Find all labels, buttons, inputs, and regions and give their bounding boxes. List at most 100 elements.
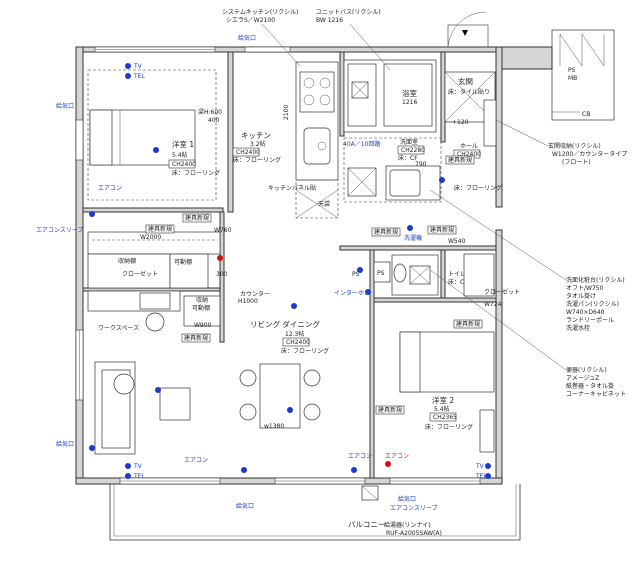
- bedroom-1: 洋室 1 5.4帖 CH2400 床：フローリング 梁H:600 400: [87, 69, 222, 201]
- dryer-sink: 洗濯機: [404, 234, 422, 242]
- kitchen-panel: キッチンパネル貼: [268, 184, 316, 192]
- hall-name: ホール: [460, 143, 478, 150]
- washpan-spec3: 洗濯水栓: [566, 324, 590, 332]
- door-tag-4: 建具新規: [430, 226, 454, 234]
- aircon-1: エアコン: [98, 185, 122, 192]
- door-tag-8: 建具新規: [456, 320, 480, 328]
- aircon-2: エアコン: [184, 457, 208, 464]
- kitchen-name: キッチン: [241, 131, 271, 140]
- ldk-ch: CH2400: [286, 339, 310, 346]
- washbasin-spec2: タオル掛け: [566, 292, 596, 300]
- system-kitchen: システムキッチン(リクシル): [222, 9, 299, 16]
- intercom: インターホン: [334, 289, 370, 297]
- toilet-area: PS トイレ 床：CF クローゼット W540 W724 PS: [352, 238, 520, 308]
- shelf-w2000: W2000: [140, 234, 161, 241]
- w900-label: W900: [194, 322, 212, 329]
- bedroom2-floor: 床：フローリング: [425, 423, 473, 431]
- aircon-sleeve-2: エアコンスリーブ: [390, 504, 438, 512]
- storage-label: 収納: [196, 296, 208, 304]
- door-tag-3: 建具新規: [374, 228, 398, 236]
- tel-1: TEL: [133, 73, 145, 80]
- tv-1: TV: [133, 63, 143, 70]
- bath-name: 浴室: [402, 88, 417, 98]
- water-heater-model: RUF-A2005SAW(A): [386, 530, 442, 537]
- air-intake-left2: 給気口: [56, 440, 74, 448]
- windows: [75, 46, 481, 485]
- entrance-storage: 玄関収納(リクシル): [548, 142, 601, 150]
- entrance-floor: 床：タイル貼り: [448, 88, 490, 96]
- balcony-labels: バルコニー 給湯器(リンナイ) RUF-A2005SAW(A): [348, 485, 442, 537]
- kitchen: キッチン 3.2帖 CH2400 床：フローリング キッチンパネル貼 2100 …: [222, 9, 339, 219]
- door-tag-6: 建具新規: [378, 406, 402, 414]
- bedroom1-floor: 床：フローリング: [172, 169, 220, 177]
- washpan: 洗濯パン(リクシル): [566, 300, 619, 308]
- balcony-name: バルコニー: [348, 520, 385, 529]
- balcony: [109, 484, 521, 541]
- w760-label: W760: [214, 227, 232, 234]
- toilet-spec3: コーナーキャビネット: [566, 390, 626, 398]
- entrance-storage-note: (フロート): [562, 159, 591, 166]
- equipment-markers: 給気口 給気口 給気口 給気口 給気口 エアコン エアコン エアコン エアコンス…: [36, 34, 491, 512]
- kitchen-size: 3.2帖: [250, 140, 266, 148]
- ps-room-label: PS: [352, 271, 360, 278]
- hall-ch: CH2400: [457, 151, 481, 158]
- bedroom2-ch: CH2365: [433, 414, 457, 421]
- workspace-label: ワークスペース: [98, 325, 139, 332]
- ldk-floor: 床：フローリング: [281, 347, 329, 355]
- tv-3: TV: [475, 463, 485, 470]
- system-kitchen-size: シエラS／W2100: [226, 17, 275, 24]
- bedroom2-size: 5.4帖: [434, 405, 450, 413]
- kitchen-floor: 床：フローリング: [233, 156, 281, 164]
- toilet-spec1: アメージュZ: [566, 375, 599, 382]
- ldk-name: リビング ダイニング: [250, 319, 320, 329]
- bedroom2-name: 洋室 2: [432, 395, 454, 405]
- ceiling-storage: 天袋: [318, 200, 330, 208]
- air-intake-top: 給気口: [238, 34, 256, 42]
- toilet-name: トイレ: [448, 271, 466, 278]
- aircon-red: エアコン: [385, 453, 409, 460]
- door-tag-2: 建具新規: [148, 225, 172, 233]
- air-intake-bottom2: 給気口: [398, 495, 416, 503]
- plus120: +120: [452, 119, 469, 126]
- bath-size: 1216: [402, 99, 417, 106]
- washpan-spec2: ランドリーポール: [566, 316, 614, 324]
- washroom: 洗面室 CH2280 床：CF 790 40A／10回路: [343, 137, 442, 203]
- cb-label: CB: [582, 111, 590, 118]
- water-heater: 給湯器(リンナイ): [384, 521, 431, 529]
- storage-shelf: 収納棚: [118, 257, 136, 265]
- dining-w1380: w1380: [264, 423, 284, 430]
- dim-300: 300: [216, 271, 228, 278]
- ldk-size: 12.3帖: [285, 330, 304, 338]
- dim-2100: 2100: [283, 105, 290, 120]
- air-intake-left1: 給気口: [56, 102, 74, 110]
- bedroom1-ch: CH2400: [172, 161, 196, 168]
- washroom-floor: 床：CF: [398, 154, 418, 162]
- washbasin: 洗面化粧台(リクシル): [566, 276, 625, 284]
- ps-label: PS: [568, 67, 576, 74]
- breaker-label: 40A／10回路: [343, 140, 380, 148]
- pipe-space: PS: [377, 270, 385, 277]
- kitchen-ch: CH2400: [236, 149, 260, 156]
- washpan-spec1: W740×D640: [566, 309, 605, 316]
- hall-entrance: 玄関 床：タイル貼り +120 ホール CH2400 床：フローリング 玄関収納…: [444, 71, 627, 192]
- tel-3: TEL: [475, 473, 487, 480]
- toilet-spec2: 紙巻器・タオル掛: [566, 382, 614, 390]
- aircon-3: エアコン: [348, 453, 372, 460]
- beam-depth: 400: [208, 117, 220, 124]
- entrance-door: [447, 11, 489, 48]
- living-furniture: w1380: [94, 361, 321, 455]
- door-tag-7: 建具新規: [184, 334, 208, 342]
- tv-2: TV: [133, 463, 143, 470]
- toilet-floor: 床：CF: [448, 278, 468, 286]
- air-intake-bottom: 給気口: [236, 502, 254, 510]
- unit-bath: ユニットバス(リクシル): [316, 9, 381, 16]
- door-tag-5: 建具新規: [448, 156, 472, 164]
- closet-area: W2000 収納棚 クローゼット 可動棚 収納 可動棚 W900 ワークスペース…: [87, 227, 270, 332]
- washroom-name: 洗面室: [400, 138, 418, 146]
- washroom-790: 790: [415, 161, 427, 168]
- unit-bath-size: BW 1216: [316, 17, 343, 24]
- bedroom1-name: 洋室 1: [172, 139, 194, 149]
- ldk-room: リビング ダイニング 12.3帖 CH2400 床：フローリング: [250, 319, 329, 355]
- mb-label: MB: [568, 75, 577, 82]
